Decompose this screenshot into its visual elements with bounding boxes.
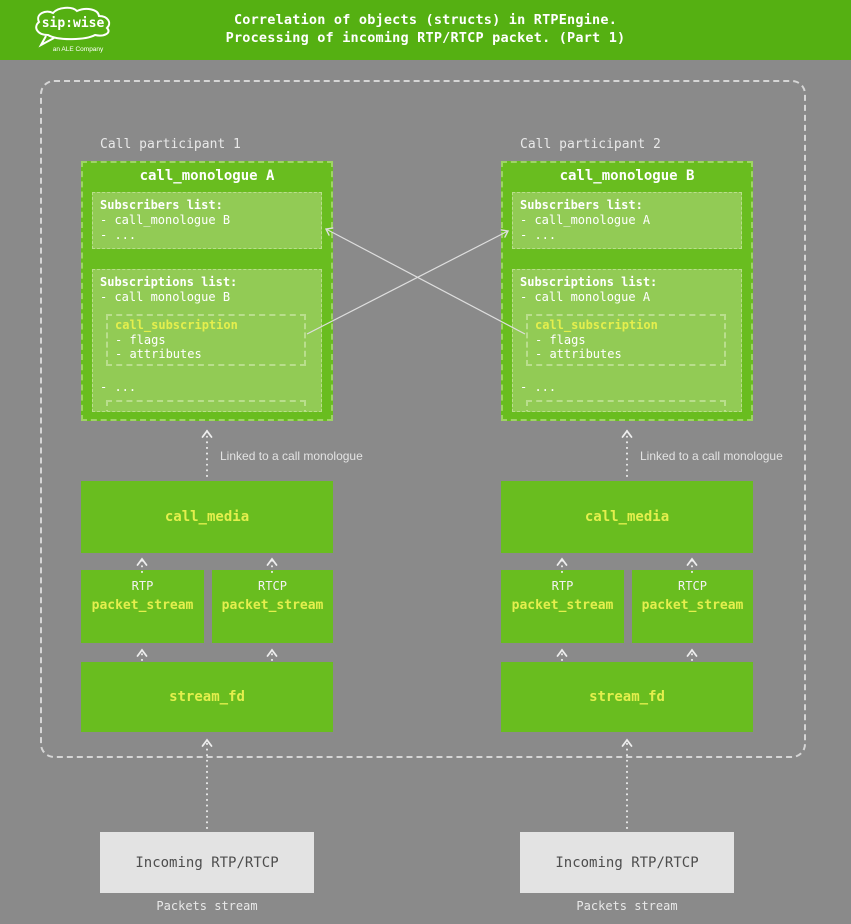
subscribers-item: - ... xyxy=(520,227,557,242)
subscriptions-title: Subscriptions list: xyxy=(520,275,658,289)
stream-fd-label: stream_fd xyxy=(169,689,245,705)
protocol-label-rtcp: RTCP xyxy=(678,579,707,593)
call-subscription-item: - flags xyxy=(535,332,586,347)
stream-fd-label: stream_fd xyxy=(589,689,665,705)
subscriptions-item: - call monologue A xyxy=(520,290,651,304)
linked-note: Linked to a call monologue xyxy=(640,449,783,463)
protocol-label-rtp: RTP xyxy=(131,579,154,593)
packets-stream-label: Packets stream xyxy=(576,899,678,913)
incoming-rtp-rtcp-box: Incoming RTP/RTCP xyxy=(100,832,314,893)
call-subscription-box: call_subscription - flags - attributes xyxy=(526,313,726,366)
packet-stream-box-rtcp: RTCP packet_stream xyxy=(632,570,753,643)
participant-column-2: Call participant 2 call_monologue B Subs… xyxy=(420,0,851,924)
packet-stream-label: packet_stream xyxy=(91,598,194,613)
call-media-box: call_media xyxy=(81,481,333,553)
packet-stream-label: packet_stream xyxy=(641,598,744,613)
subscribers-item: - call_monologue A xyxy=(520,213,651,227)
packet-stream-box-rtp: RTP packet_stream xyxy=(501,570,624,643)
partial-subscription-box xyxy=(106,400,306,411)
subscriptions-list-box: Subscriptions list: - call monologue A c… xyxy=(512,269,742,412)
subscribers-item: - ... xyxy=(100,227,137,242)
call-monologue-box: call_monologue A Subscribers list: - cal… xyxy=(81,161,333,421)
protocol-label-rtcp: RTCP xyxy=(258,579,287,593)
header-title-line2: Processing of incoming RTP/RTCP packet. … xyxy=(225,30,626,46)
header-title: Correlation of objects (structs) in RTPE… xyxy=(0,11,851,47)
packet-stream-box-rtcp: RTCP packet_stream xyxy=(212,570,333,643)
call-participant-label: Call participant 1 xyxy=(100,137,241,152)
call-subscription-item: - flags xyxy=(115,332,166,347)
subscribers-title: Subscribers list: xyxy=(100,198,223,212)
call-media-label: call_media xyxy=(164,509,250,525)
call-media-box: call_media xyxy=(501,481,753,553)
incoming-label: Incoming RTP/RTCP xyxy=(135,854,279,871)
subscriptions-more: - ... xyxy=(100,379,137,394)
partial-subscription-box xyxy=(526,400,726,411)
call-subscription-box: call_subscription - flags - attributes xyxy=(106,313,306,366)
incoming-rtp-rtcp-box: Incoming RTP/RTCP xyxy=(520,832,734,893)
call-monologue-title: call_monologue A xyxy=(139,168,275,184)
stream-fd-box: stream_fd xyxy=(81,662,333,732)
subscribers-title: Subscribers list: xyxy=(520,198,643,212)
protocol-label-rtp: RTP xyxy=(551,579,574,593)
subscribers-item: - call_monologue B xyxy=(100,213,231,227)
subscriptions-item: - call monologue B xyxy=(100,290,231,304)
call-media-label: call_media xyxy=(584,509,670,525)
header: sip:wise an ALE Company Correlation of o… xyxy=(0,0,851,60)
call-subscription-title: call_subscription xyxy=(535,317,658,332)
logo-subtext: an ALE Company xyxy=(53,46,104,53)
header-title-line1: Correlation of objects (structs) in RTPE… xyxy=(233,12,618,28)
call-subscription-title: call_subscription xyxy=(115,317,238,332)
call-subscription-item: - attributes xyxy=(115,347,202,361)
call-monologue-box: call_monologue B Subscribers list: - cal… xyxy=(501,161,753,421)
packet-stream-label: packet_stream xyxy=(221,598,324,613)
subscribers-list-box: Subscribers list: - call_monologue B - .… xyxy=(92,192,322,249)
stream-fd-box: stream_fd xyxy=(501,662,753,732)
subscriptions-more: - ... xyxy=(520,379,557,394)
diagram-frame xyxy=(40,80,806,758)
sipwise-logo: sip:wise an ALE Company xyxy=(26,6,130,58)
subscriptions-list-box: Subscriptions list: - call monologue B c… xyxy=(92,269,322,412)
packets-stream-label: Packets stream xyxy=(156,899,258,913)
packet-stream-box-rtp: RTP packet_stream xyxy=(81,570,204,643)
call-monologue-title: call_monologue B xyxy=(559,168,695,184)
incoming-label: Incoming RTP/RTCP xyxy=(555,854,699,871)
call-subscription-item: - attributes xyxy=(535,347,622,361)
logo-wordmark: sip:wise xyxy=(42,16,105,31)
packet-stream-label: packet_stream xyxy=(511,598,614,613)
subscriptions-title: Subscriptions list: xyxy=(100,275,238,289)
subscribers-list-box: Subscribers list: - call_monologue A - .… xyxy=(512,192,742,249)
sipwise-cloud-icon: sip:wise an ALE Company xyxy=(35,6,111,53)
linked-note: Linked to a call monologue xyxy=(220,449,363,463)
call-participant-label: Call participant 2 xyxy=(520,137,661,152)
